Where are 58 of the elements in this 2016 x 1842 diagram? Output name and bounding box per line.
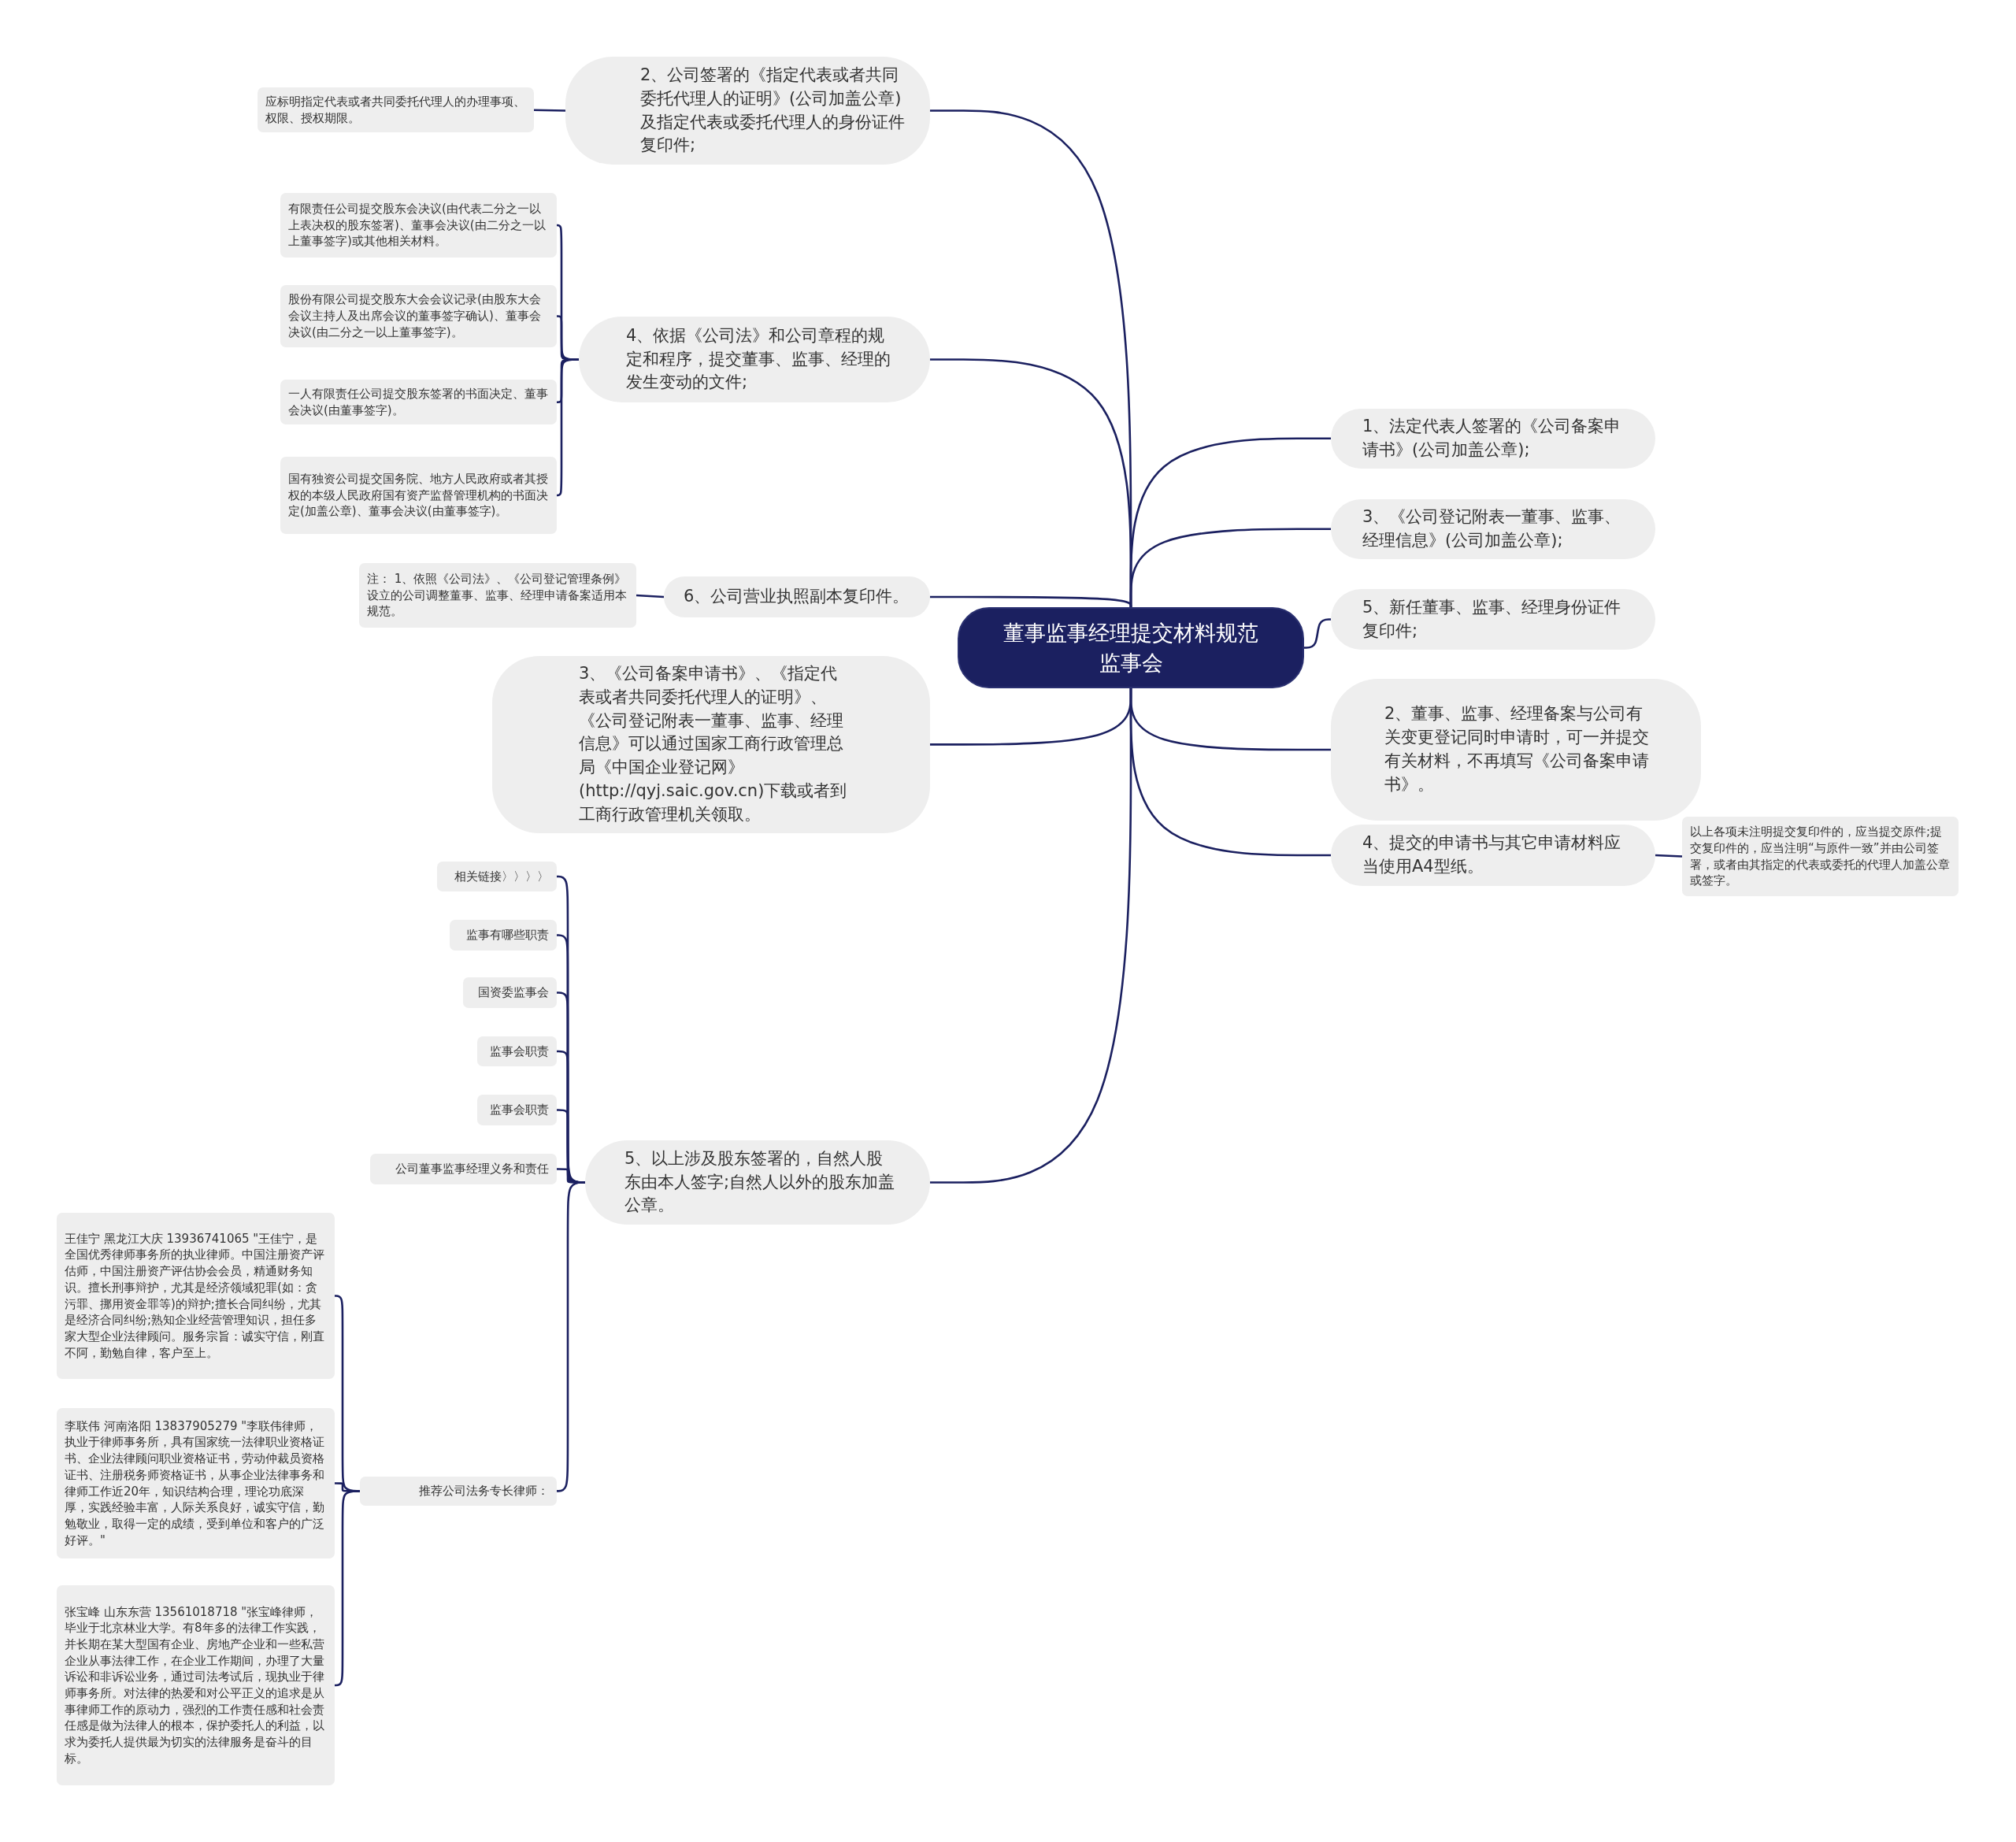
subtopic-box xyxy=(359,563,636,628)
subtopic-box xyxy=(280,457,557,534)
topic-pill xyxy=(664,576,930,617)
subtopic-box xyxy=(370,1154,557,1184)
subtopic-box xyxy=(477,1036,557,1066)
subtopic-box xyxy=(258,87,534,133)
central-topic xyxy=(958,607,1304,688)
topic-text: 相关链接〉〉〉〉 xyxy=(454,868,549,885)
topic-text: 一人有限责任公司提交股东签署的书面决定、董事会决议(由董事签字)。 xyxy=(288,386,549,419)
connector-line xyxy=(1304,618,1331,649)
topic-text: 国有独资公司提交国务院、地方人民政府或者其授权的本级人民政府国有资产监督管理机构的书面决定(加盖公章)、董事会决议(由董事签字)。 xyxy=(288,470,549,521)
topic-text: 监事会职责 xyxy=(490,1043,549,1060)
topic-text: 4、提交的申请书与其它申请材料应当使用A4型纸。 xyxy=(1362,832,1622,877)
subtopic-box xyxy=(360,1477,557,1506)
topic-text: 王佳宁 黑龙江大庆 13936741065 "王佳宁，是全国优秀律师事务所的执业律师。中国注册资产评估师，中国注册资产评估协会会员，精通财务知识。擅长刑事辩护，尤其是经济领域犯罪(如：贪污罪、挪用资金罪等)的辩护;擅长合同纠纷，尤其是经济合同纠纷;熟知企业经营管理知识，担任多家大型企业法律顾问。服务宗旨：诚实守信，刚直不阿，勤勉自律，客户至上。 xyxy=(65,1230,325,1362)
topic-pill xyxy=(1331,679,1701,821)
connector-line xyxy=(533,109,566,112)
connector-line xyxy=(334,1490,360,1687)
topic-text: 2、董事、监事、经理备案与公司有关变更登记同时申请时，可一并提交有关材料，不再填写《公司备案申请书》。 xyxy=(1384,703,1650,795)
topic-text: 以上各项未注明提交复印件的，应当提交原件;提交复印件的，应当注明“与原件一致”并由公司签署，或者由其指定的代表或委托的代理人加盖公章或签字。 xyxy=(1690,824,1951,889)
subtopic-box xyxy=(57,1408,335,1558)
topic-text: 国资委监事会 xyxy=(478,984,549,1001)
topic-text: 4、依据《公司法》和公司章程的规定和程序，提交董事、监事、经理的发生变动的文件; xyxy=(626,324,891,394)
subtopic-box xyxy=(280,285,557,347)
subtopic-box xyxy=(57,1213,335,1379)
topic-text: 5、新任董事、监事、经理身份证件复印件; xyxy=(1362,596,1622,642)
topic-text: 监事会职责 xyxy=(490,1102,549,1118)
topic-text: 注： 1、依照《公司法》、《公司登记管理条例》设立的公司调整董事、监事、经理申请备案适用本规范。 xyxy=(367,570,628,621)
subtopic-box xyxy=(280,193,557,258)
topic-text: 股份有限公司提交股东大会会议记录(由股东大会会议主持人及出席会议的董事签字确认)、董事会决议(由二分之一以上董事签字)。 xyxy=(288,291,542,341)
topic-text: 监事有哪些职责 xyxy=(466,927,549,943)
connector-line xyxy=(556,358,579,497)
topic-text: 应标明指定代表或者共同委托代理人的办理事项、权限、授权期限。 xyxy=(265,94,526,127)
subtopic-box xyxy=(463,977,557,1008)
topic-pill xyxy=(492,656,930,833)
subtopic-box xyxy=(437,862,557,891)
subtopic-box xyxy=(477,1095,557,1125)
subtopic-box xyxy=(450,920,557,951)
connector-line xyxy=(1655,854,1683,858)
topic-text: 张宝峰 山东东营 13561018718 "张宝峰律师，毕业于北京林业大学。有8年多的法律工作实践，并长期在某大型国有企业、房地产企业和一些私营企业从事法律工作，在企业工作期间，办理了大量诉讼和非诉讼业务，通过司法考试后，现执业于律师事务所。对法律的热爱和对公平正义的追求是从事律师工作的原动力，强烈的工作责任感和社会责任感是做为法律人的根本，保护委托人的利益，以求为委托人提供最为切实的法律服务是奋斗的目标。 xyxy=(65,1603,325,1767)
connector-line xyxy=(636,594,665,599)
subtopic-box xyxy=(1682,817,1959,896)
connector-line xyxy=(1129,688,1331,857)
topic-text: 有限责任公司提交股东会决议(由代表二分之一以上表决权的股东签署)、董事会决议(由二分之一以上董事签字)或其他相关材料。 xyxy=(288,200,547,250)
topic-text: 推荐公司法务专长律师： xyxy=(419,1483,549,1499)
subtopic-box xyxy=(280,380,557,425)
connector-line xyxy=(1129,528,1331,607)
topic-text: 1、法定代表人签署的《公司备案申请书》(公司加盖公章); xyxy=(1362,416,1622,461)
topic-text: 3、《公司登记附表一董事、监事、经理信息》(公司加盖公章); xyxy=(1362,506,1622,551)
connector-line xyxy=(556,1181,585,1492)
topic-text: 2、公司签署的《指定代表或者共同委托代理人的证明》(公司加盖公章)及指定代表或委托代理人的身份证件复印件; xyxy=(640,64,906,157)
topic-text: 公司董事监事经理义务和责任 xyxy=(395,1161,549,1177)
topic-text: 董事监事经理提交材料规范监事会 xyxy=(1002,619,1259,676)
subtopic-box xyxy=(57,1585,335,1785)
topic-text: 李联伟 河南洛阳 13837905279 "李联伟律师，执业于律师事务所，具有国家统一法律职业资格证书、企业法律顾问职业资格证书，劳动仲裁员资格证书、注册税务师资格证书，从事企业法律事务和律师工作近20年，知识结构合理，理论功底深厚，实践经验丰富，人际关系良好，诚实守信，勤勉敬业，取得一定的成绩，受到单位和客户的广泛好评。" xyxy=(65,1418,325,1549)
topic-text: 3、《公司备案申请书》、《指定代表或者共同委托代理人的证明》、《公司登记附表一董事、监事、经理信息》可以通过国家工商行政管理总局《中国企业登记网》(http://qyj.saic.gov.cn)下载或者到工商行政管理机关领取。 xyxy=(579,663,848,825)
topic-text: 6、公司营业执照副本复印件。 xyxy=(684,586,910,608)
topic-text: 5、以上涉及股东签署的，自然人股东由本人签字;自然人以外的股东加盖公章。 xyxy=(624,1147,896,1217)
